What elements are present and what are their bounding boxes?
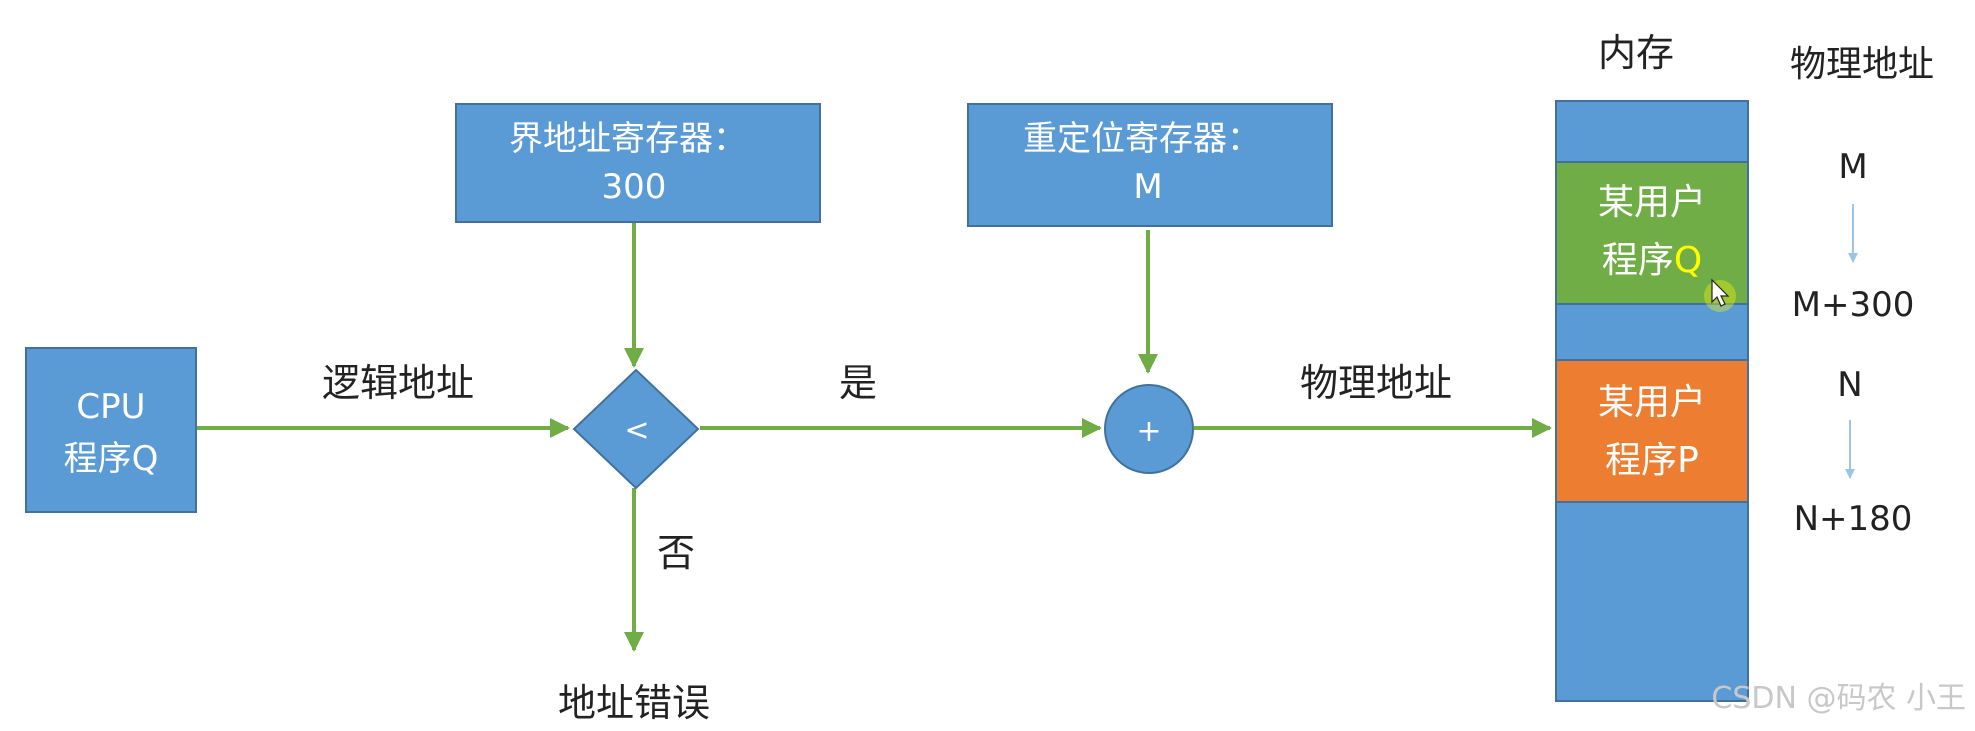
comparator-symbol: <	[624, 413, 649, 448]
memory-program-q-block: 某用户 程序Q	[1555, 161, 1749, 312]
svg-text:程序Q: 程序Q	[1602, 240, 1702, 281]
p-start-address: N	[1837, 365, 1862, 405]
no-label: 否	[657, 531, 695, 575]
mouse-cursor-icon	[1711, 278, 1730, 307]
program-q-suffix-highlight: Q	[1674, 240, 1702, 281]
program-q-line1: 某用户	[1598, 182, 1706, 223]
limit-register-value: 300	[602, 167, 667, 207]
physical-address-title: 物理地址	[1790, 44, 1934, 85]
cpu-label: CPU	[76, 387, 145, 427]
program-q-line2: 程序	[1602, 240, 1674, 281]
relocation-register-value: M	[1133, 167, 1162, 207]
cpu-program-label: 程序Q	[64, 439, 159, 479]
connectors	[196, 222, 1552, 652]
physical-address-edge-label: 物理地址	[1300, 361, 1452, 405]
relocation-register-label: 重定位寄存器：	[1023, 119, 1261, 159]
program-p-line2: 程序P	[1605, 440, 1699, 481]
logical-address-label: 逻辑地址	[322, 361, 474, 405]
q-end-address: M+300	[1792, 285, 1915, 325]
cpu-box: CPU 程序Q	[25, 347, 197, 513]
comparator-diamond: <	[572, 368, 700, 490]
relocation-register-box: 重定位寄存器： M	[967, 103, 1333, 227]
watermark: CSDN @码农 小王	[1711, 681, 1966, 716]
memory-program-p-block: 某用户 程序P	[1555, 359, 1749, 503]
yes-label: 是	[839, 361, 877, 405]
memory-column: 某用户 程序Q 某用户 程序P	[1555, 100, 1749, 702]
memory-title: 内存	[1598, 31, 1674, 75]
program-p-line1: 某用户	[1598, 382, 1706, 423]
limit-register-box: 界地址寄存器： 300	[455, 103, 821, 223]
q-start-address: M	[1838, 147, 1867, 187]
address-error-label: 地址错误	[558, 681, 710, 725]
limit-register-label: 界地址寄存器：	[509, 119, 747, 159]
p-end-address: N+180	[1794, 499, 1913, 539]
adder-symbol: +	[1136, 414, 1161, 449]
adder-circle: +	[1104, 384, 1194, 474]
